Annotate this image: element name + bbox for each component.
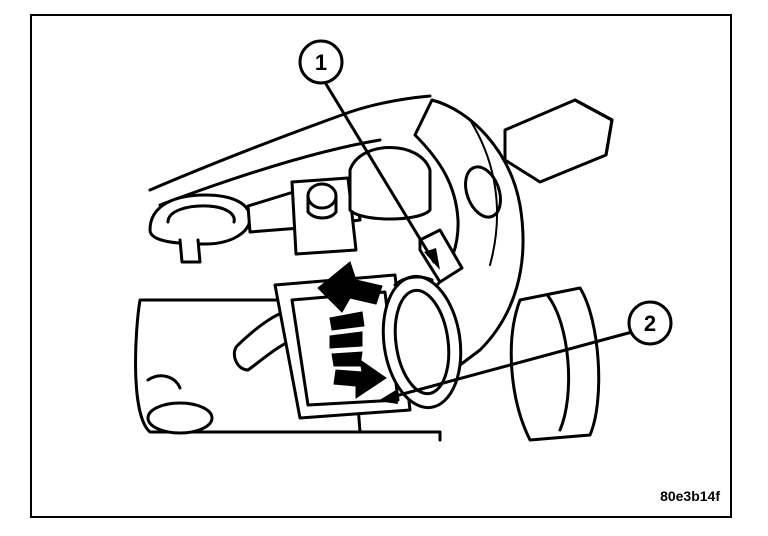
diagram-frame xyxy=(30,14,732,518)
rotation-wedge-2 xyxy=(329,331,363,349)
upper-right-cap xyxy=(573,98,614,157)
callout-1-arrowhead-icon xyxy=(424,248,440,270)
rear-cylinder xyxy=(348,146,432,221)
seal-ring-inner xyxy=(393,288,451,396)
callout-2-arrowhead-icon xyxy=(378,390,398,404)
right-housing-face xyxy=(546,294,571,432)
bolt-shank xyxy=(306,194,338,220)
upper-housing-arc xyxy=(148,94,432,192)
clamp-post xyxy=(178,238,202,264)
callout-1-circle xyxy=(298,39,344,85)
callout-1-number: 1 xyxy=(315,50,327,75)
callout-1-leader xyxy=(324,82,436,264)
rotation-wedge-3 xyxy=(331,351,363,367)
hose-clip xyxy=(418,228,464,284)
rotation-wedge-1 xyxy=(329,311,365,331)
rotation-arrow-group xyxy=(317,261,387,399)
rotation-arrow-bottom-icon xyxy=(333,358,387,399)
seal-lip xyxy=(393,275,434,287)
callout-2-leader xyxy=(386,330,634,400)
right-housing xyxy=(509,286,601,442)
seal-housing-inner xyxy=(290,290,400,407)
callout-2-number: 2 xyxy=(644,311,656,336)
lower-left-boss xyxy=(146,401,214,435)
hose-inner-line xyxy=(469,119,499,266)
lower-left-step xyxy=(146,374,182,390)
bolt-head xyxy=(306,182,338,210)
callout-2-circle xyxy=(627,300,673,346)
rotation-arrow-top-icon xyxy=(317,261,383,313)
left-tab xyxy=(232,310,294,372)
figure-id: 80e3b14f xyxy=(660,488,720,504)
hose-top-ring xyxy=(464,165,502,219)
upper-housing-arc-inner xyxy=(158,138,382,207)
base-plate-edge xyxy=(208,430,442,442)
left-clamp-ring xyxy=(166,204,236,224)
